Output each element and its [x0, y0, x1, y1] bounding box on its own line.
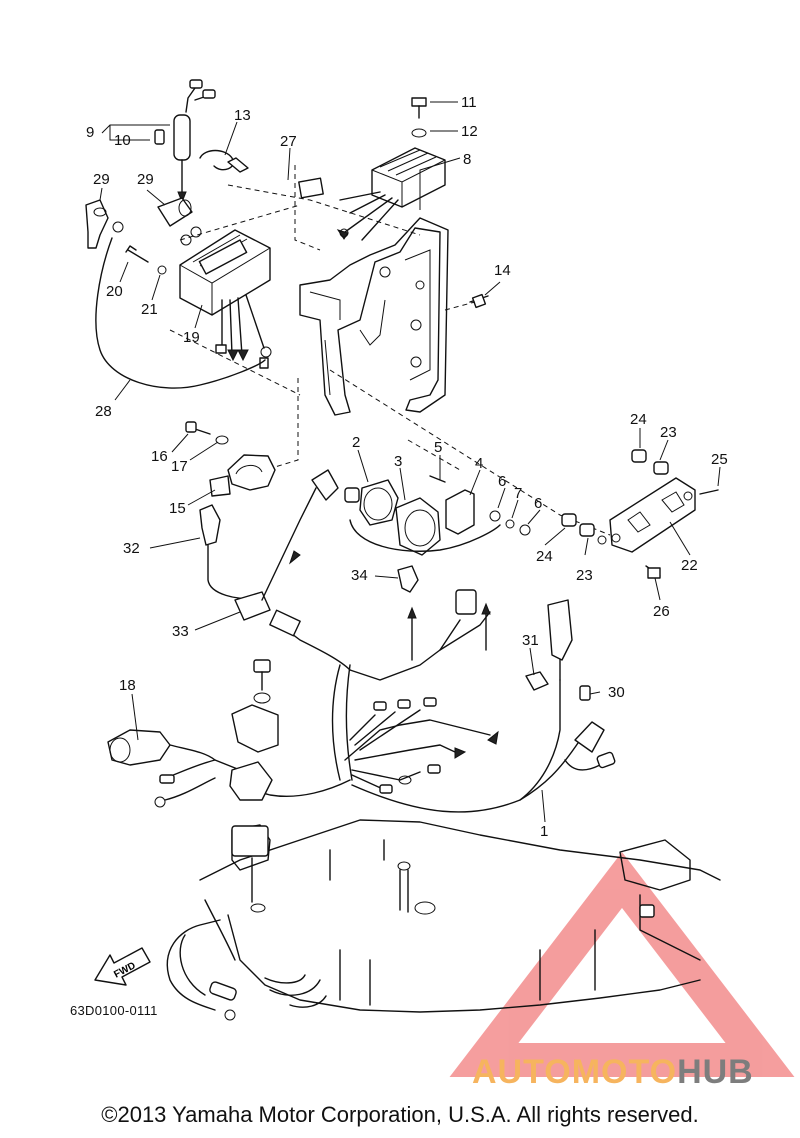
- watermark-brand-part2: HUB: [677, 1053, 754, 1091]
- bottom-cowling: [166, 819, 721, 1021]
- callout-29a: 29: [93, 171, 110, 188]
- callout-6b: 6: [534, 495, 542, 512]
- main-wire-harness: [231, 589, 616, 813]
- watermark-brand-part1: AUTOMOTO: [472, 1053, 678, 1091]
- callout-17: 17: [171, 458, 188, 475]
- callout-12: 12: [461, 123, 478, 140]
- hardware-small-parts: [112, 97, 489, 309]
- ignition-wire-lead: [154, 79, 249, 204]
- callout-16: 16: [151, 448, 168, 465]
- electrical-bracket: [299, 217, 449, 416]
- rectifier-regulator: [298, 147, 446, 241]
- callout-27: 27: [280, 133, 297, 150]
- callout-24b: 24: [536, 548, 553, 565]
- callout-21: 21: [141, 301, 158, 318]
- mounting-plate-right: [561, 449, 719, 579]
- callout-33: 33: [172, 623, 189, 640]
- callout-3: 3: [394, 453, 402, 470]
- drawing-code: 63D0100-0111: [70, 1003, 158, 1018]
- callout-5: 5: [434, 439, 442, 456]
- callout-20: 20: [106, 283, 123, 300]
- copyright-notice: ©2013 Yamaha Motor Corporation, U.S.A. A…: [101, 1102, 699, 1127]
- callout-leaders: [99, 101, 721, 823]
- callout-18: 18: [119, 677, 136, 694]
- callout-2: 2: [352, 434, 360, 451]
- callout-28: 28: [95, 403, 112, 420]
- starter-switch-assembly: [344, 475, 531, 556]
- battery-cable-switch: [107, 659, 279, 808]
- callout-numbers: 9 10 13 11 12 8 27 29 29 20 21 19 14 28 …: [86, 94, 728, 840]
- sensor-connector: [199, 469, 419, 621]
- callout-4: 4: [475, 455, 483, 472]
- callout-23b: 23: [576, 567, 593, 584]
- callout-10: 10: [114, 132, 131, 149]
- callout-31: 31: [522, 632, 539, 649]
- callout-30: 30: [608, 684, 625, 701]
- callout-24a: 24: [630, 411, 647, 428]
- cdi-unit: [179, 229, 272, 369]
- callout-22: 22: [681, 557, 698, 574]
- clamp-bracket: [185, 421, 276, 497]
- watermark-triangle-logo: [449, 852, 795, 1077]
- callout-1: 1: [540, 823, 548, 840]
- callout-32: 32: [123, 540, 140, 557]
- callout-13: 13: [234, 107, 251, 124]
- callout-29b: 29: [137, 171, 154, 188]
- callout-25: 25: [711, 451, 728, 468]
- callout-6a: 6: [498, 473, 506, 490]
- spark-plug-cap-left: [85, 199, 109, 249]
- callout-14: 14: [494, 262, 511, 279]
- callout-9: 9: [86, 124, 94, 141]
- callout-19: 19: [183, 329, 200, 346]
- callout-23a: 23: [660, 424, 677, 441]
- callout-8: 8: [463, 151, 471, 168]
- forward-direction-arrow: FWD: [94, 947, 151, 986]
- callout-34: 34: [351, 567, 368, 584]
- callout-26: 26: [653, 603, 670, 620]
- wire-lead-28: [95, 237, 266, 389]
- callout-15: 15: [169, 500, 186, 517]
- spark-plug-cap-right: [157, 197, 202, 246]
- callout-11: 11: [461, 94, 477, 111]
- watermark-brand: AUTOMOTOHUB: [472, 1053, 754, 1092]
- callout-7: 7: [514, 485, 522, 502]
